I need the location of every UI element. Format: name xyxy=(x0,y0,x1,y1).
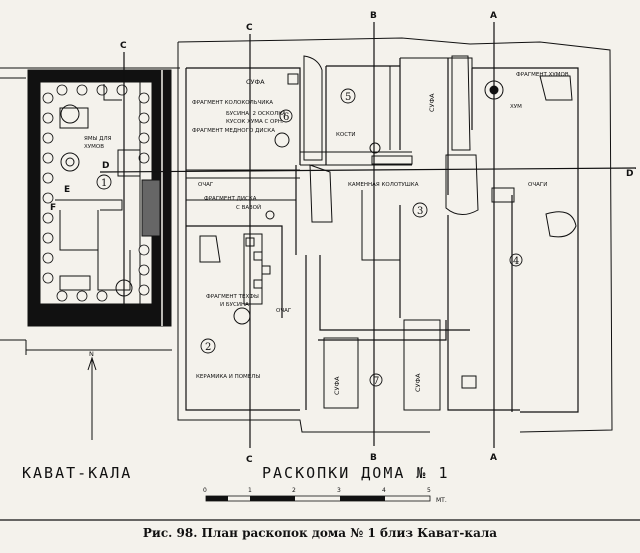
label-kosti: КОСТИ xyxy=(336,132,356,138)
room-number-5: 5 xyxy=(345,92,351,103)
label-khum: ХУМ xyxy=(510,104,522,110)
scale-tick-0: 0 xyxy=(203,487,207,494)
label-s-vazoi: С ВАЗОЙ xyxy=(236,204,261,211)
room-number-6: 6 xyxy=(283,112,289,123)
section-d-left: D xyxy=(102,161,109,171)
label-khumov: ХУМОВ xyxy=(84,144,104,150)
label-sufa-room3: СУФА xyxy=(428,93,436,112)
section-d-right: D xyxy=(626,169,633,179)
label-keramika: КЕРАМИКА И ПОМЕЛЫ xyxy=(196,374,260,380)
label-frag-tekhfa: ФРАГМЕНТ ТЕХФЫ xyxy=(206,294,259,300)
section-c-top-left: C xyxy=(120,41,127,51)
label-frag-khumov: ФРАГМЕНТ ХУМОВ xyxy=(516,72,569,78)
label-kusok-khuma: КУСОК ХУМА С ОРН. xyxy=(226,119,284,125)
scale-tick-5: 5 xyxy=(427,487,431,494)
scale-tick-1: 1 xyxy=(248,487,252,494)
section-b-bottom: B xyxy=(370,453,377,463)
north-arrow-icon xyxy=(87,356,97,440)
label-busina: БУСИНА, 2 ОСКОЛКА xyxy=(226,111,286,117)
label-frag-mednogo: ФРАГМЕНТ МЕДНОГО ДИСКА xyxy=(192,128,275,134)
label-sufa-b2: СУФА xyxy=(414,373,422,392)
section-b-top: B xyxy=(370,11,377,21)
room-number-1: 1 xyxy=(101,178,107,189)
label-yamy: ЯМЫ ДЛЯ xyxy=(84,136,112,142)
plan-title-left: КАВАТ-КАЛА xyxy=(22,464,132,482)
scale-tick-4: 4 xyxy=(382,487,386,494)
north-label: N xyxy=(89,350,94,358)
scale-unit: МТ. xyxy=(436,497,447,504)
label-ochag-left: ОЧАГ xyxy=(198,182,214,188)
scale-tick-3: 3 xyxy=(337,487,341,494)
section-a-bottom: A xyxy=(490,453,497,463)
scale-tick-2: 2 xyxy=(292,487,296,494)
label-ochag-mid: ОЧАГ xyxy=(276,308,292,314)
label-i-busina: И БУСИНА xyxy=(220,302,249,308)
scale-bar xyxy=(205,495,431,502)
label-kamennaya: КАМЕННАЯ КОЛОТУШКА xyxy=(348,182,419,188)
label-sufa-b1: СУФА xyxy=(333,376,341,395)
section-c-top-mid: C xyxy=(246,23,253,33)
label-frag-kolokol: ФРАГМЕНТ КОЛОКОЛЬЧИКА xyxy=(192,100,273,106)
label-sufa-top: СУФА xyxy=(246,78,265,86)
plan-title-right: РАСКОПКИ ДОМА № 1 xyxy=(262,464,450,482)
section-c-bottom: C xyxy=(246,455,253,465)
label-ochagi-right: ОЧАГИ xyxy=(528,182,547,188)
section-a-top: A xyxy=(490,11,497,21)
section-e: E xyxy=(64,185,70,195)
figure-caption: Рис. 98. План раскопок дома № 1 близ Кав… xyxy=(142,526,498,540)
room-number-4: 4 xyxy=(513,256,519,267)
section-f: F xyxy=(50,203,56,213)
label-frag-diska: ФРАГМЕНТ ДИСКА xyxy=(204,196,257,202)
room-number-3: 3 xyxy=(417,206,423,217)
room-number-2: 2 xyxy=(205,342,211,353)
room-number-7: 7 xyxy=(373,376,379,387)
